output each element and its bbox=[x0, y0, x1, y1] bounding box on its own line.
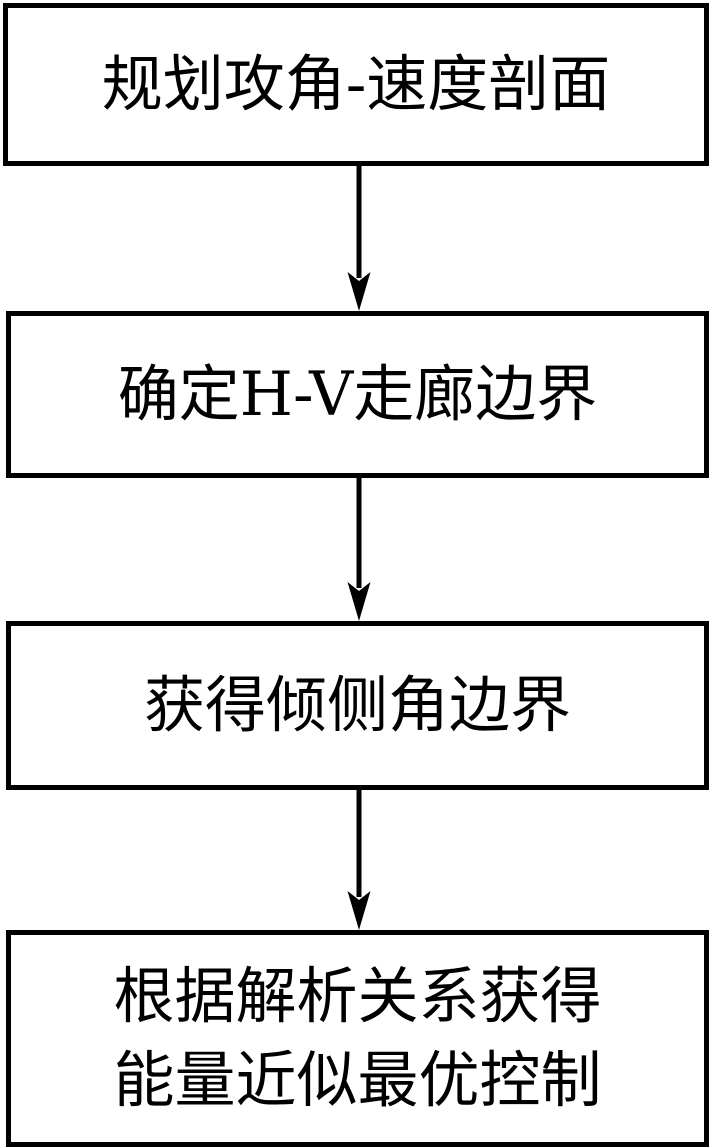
process-node-obtain-energy-near-optimal-control[interactable]: 根据解析关系获得 能量近似最优控制 bbox=[6, 930, 709, 1147]
arrow-node2-to-node3 bbox=[347, 478, 371, 621]
node-label: 规划攻角-速度剖面 bbox=[101, 48, 611, 120]
node-label: 根据解析关系获得 能量近似最优控制 bbox=[113, 960, 602, 1116]
arrow-node1-to-node2 bbox=[347, 166, 371, 311]
node-label: 确定H-V走廊边界 bbox=[117, 358, 598, 430]
arrow-node3-to-node4 bbox=[347, 790, 371, 930]
process-node-determine-hv-corridor-boundary[interactable]: 确定H-V走廊边界 bbox=[6, 311, 709, 478]
process-node-plan-aoa-velocity-profile[interactable]: 规划攻角-速度剖面 bbox=[3, 3, 709, 166]
process-node-obtain-bank-angle-boundary[interactable]: 获得倾侧角边界 bbox=[6, 621, 709, 790]
node-label: 获得倾侧角边界 bbox=[143, 669, 571, 741]
